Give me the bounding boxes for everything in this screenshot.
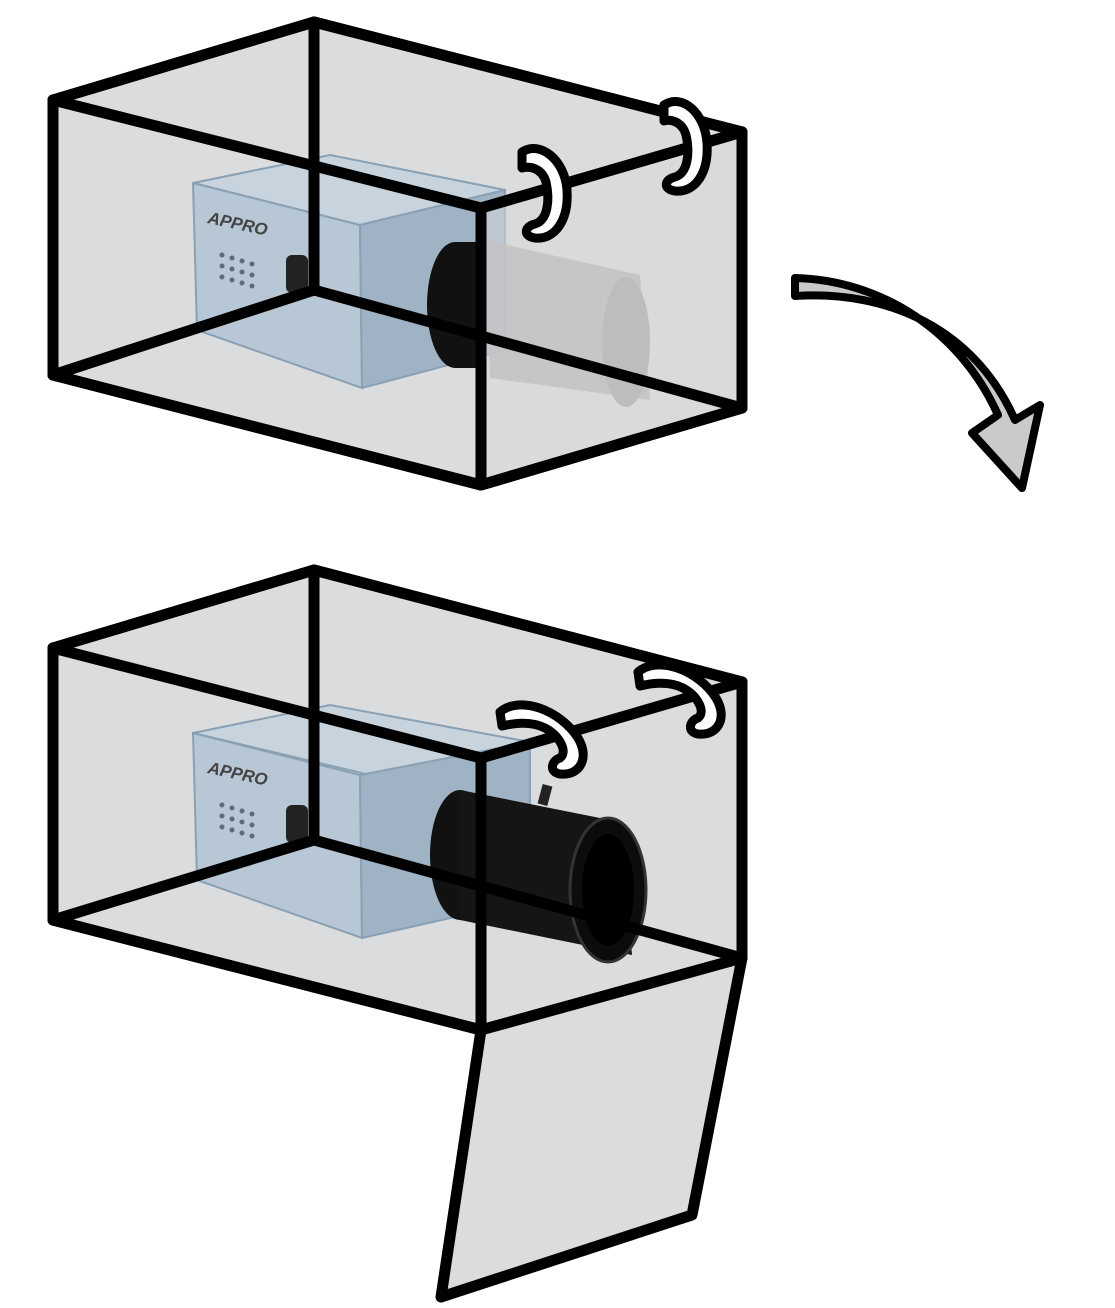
bottom-open-lid-panel <box>435 952 748 1303</box>
bottom-enclosure-assembly: APPRO <box>47 564 748 1303</box>
bottom-hinge-right-icon <box>633 660 726 739</box>
bottom-camera-vent-icon <box>219 802 255 839</box>
top-hinge-right-icon <box>659 97 712 196</box>
curved-arrow-down-icon <box>791 274 1044 492</box>
bottom-camera-button <box>286 805 308 843</box>
top-camera-vent-icon <box>219 252 255 289</box>
top-camera-button <box>286 255 308 293</box>
top-enclosure-assembly: APPRO <box>47 16 748 491</box>
top-box-edges <box>47 16 748 491</box>
bottom-hinge-left-icon <box>495 700 588 779</box>
top-hinge-left-icon <box>517 144 572 243</box>
